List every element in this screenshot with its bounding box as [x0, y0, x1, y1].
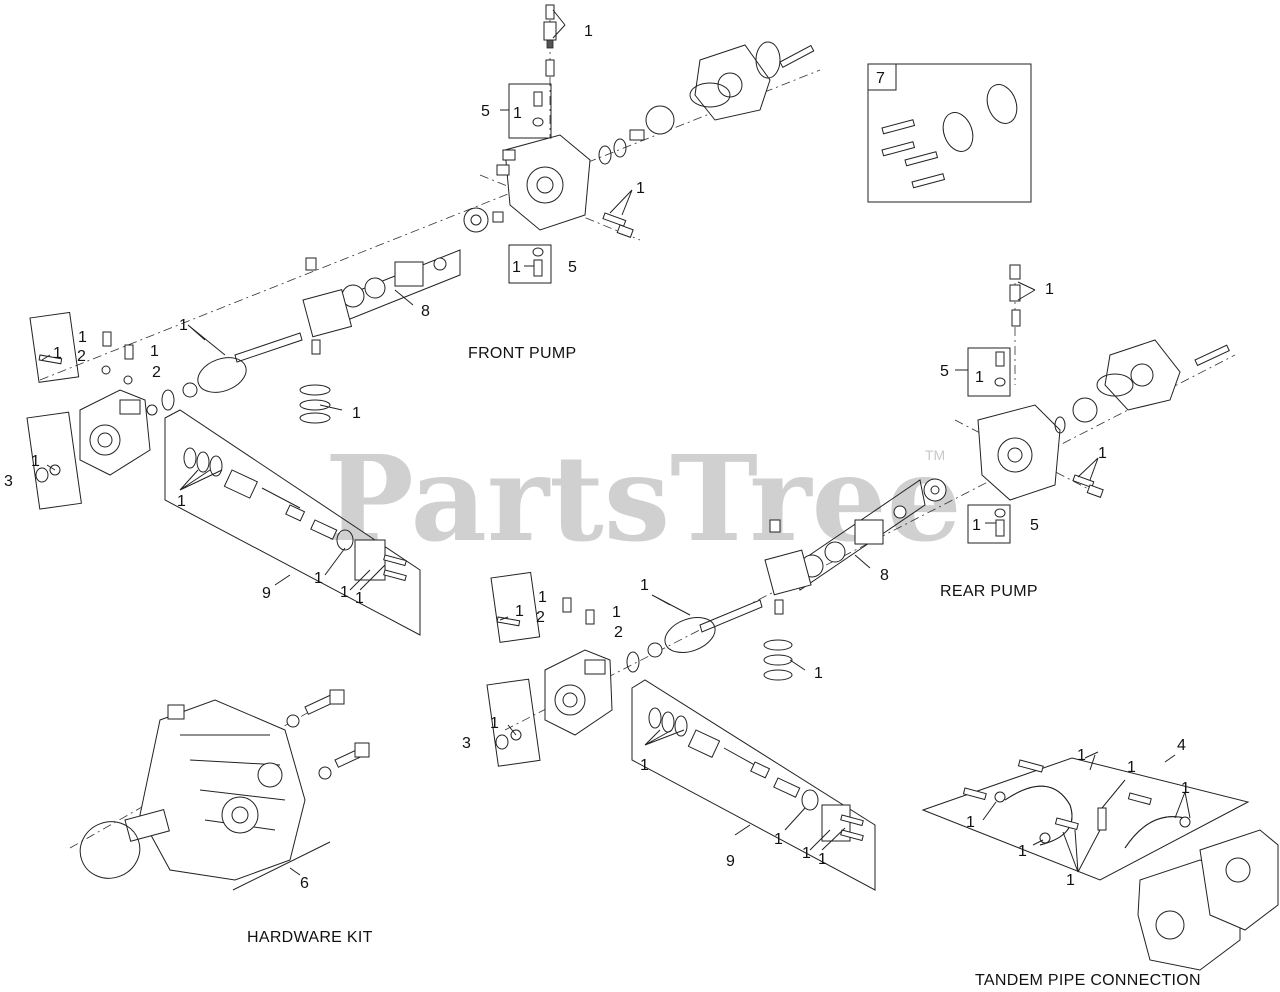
label-front-pump: FRONT PUMP	[468, 345, 576, 362]
callout-front-8: 8	[421, 303, 430, 320]
callout-front-shaft-1: 1	[179, 317, 188, 334]
callout-rear-5-bottom-1: 1	[972, 517, 981, 534]
callout-rear-5-top-1: 1	[975, 369, 984, 386]
callout-tandem-fitting-1: 1	[1077, 747, 1086, 764]
callout-front-valve-b-2: 2	[152, 364, 161, 381]
watermark-trademark: TM	[925, 447, 945, 463]
label-hardware-kit: HARDWARE KIT	[247, 929, 373, 946]
callout-tandem-4: 4	[1177, 737, 1186, 754]
callout-rear-valve-b-2: 2	[614, 624, 623, 641]
callout-tandem-left-1: 1	[966, 814, 975, 831]
front-pump-assembly	[26, 4, 821, 636]
callout-rear-valve-a-1: 1	[538, 589, 547, 606]
callout-front-3: 3	[4, 473, 13, 490]
callout-front-screw-1: 1	[636, 180, 645, 197]
callout-front-5-top-1: 1	[513, 105, 522, 122]
callout-tandem-mid-1: 1	[1018, 843, 1027, 860]
callout-tandem-right-1: 1	[1181, 780, 1190, 797]
label-tandem-pipe-connection: TANDEM PIPE CONNECTION	[975, 972, 1201, 989]
callout-rear-valve-1: 1	[1045, 281, 1054, 298]
callout-rear-5-bottom: 5	[1030, 517, 1039, 534]
callout-rear-shaft-1: 1	[640, 577, 649, 594]
callout-rear-5-top: 5	[940, 363, 949, 380]
callout-rear-3: 3	[462, 735, 471, 752]
callout-rear-3-1: 1	[490, 715, 499, 732]
callout-rear-box-1: 1	[515, 603, 524, 620]
callout-front-box-1: 1	[53, 345, 62, 362]
kit-7-box	[867, 63, 1032, 203]
callout-tandem-bottom-1: 1	[1066, 872, 1075, 889]
callout-front-servo-4-1: 1	[355, 590, 364, 607]
callout-front-5-bottom: 5	[568, 259, 577, 276]
callout-front-servo-2-1: 1	[314, 570, 323, 587]
callout-rear-valve-a-2: 2	[536, 609, 545, 626]
callout-front-5-bottom-1: 1	[512, 259, 521, 276]
callout-front-servo-1: 1	[177, 493, 186, 510]
callout-front-3-1: 1	[31, 453, 40, 470]
watermark-text: PartsTree	[325, 429, 962, 568]
callout-rear-servo-3-1: 1	[802, 845, 811, 862]
callout-rear-9: 9	[726, 853, 735, 870]
label-rear-pump: REAR PUMP	[940, 583, 1038, 600]
callout-front-servo-3-1: 1	[340, 584, 349, 601]
callout-front-9: 9	[262, 585, 271, 602]
callout-front-rings-1: 1	[352, 405, 361, 422]
callout-rear-servo-4-1: 1	[818, 851, 827, 868]
callout-rear-servo-2-1: 1	[774, 831, 783, 848]
hardware-kit-assembly	[69, 689, 370, 891]
callout-front-valve-1: 1	[584, 23, 593, 40]
callout-rear-servo-1: 1	[640, 757, 649, 774]
callout-hardware-6: 6	[300, 875, 309, 892]
rear-pump-assembly	[486, 264, 1236, 891]
callout-kit-7: 7	[876, 70, 885, 87]
callout-rear-rings-1: 1	[814, 665, 823, 682]
callout-rear-8: 8	[880, 567, 889, 584]
callout-rear-screw-1: 1	[1098, 445, 1107, 462]
callout-rear-valve-b-1: 1	[612, 604, 621, 621]
callout-front-valve-a-2: 2	[77, 348, 86, 365]
callout-front-valve-b-1: 1	[150, 343, 159, 360]
callout-front-valve-a-1: 1	[78, 329, 87, 346]
callout-tandem-tee-1: 1	[1127, 759, 1136, 776]
tandem-pipe-assembly	[921, 751, 1279, 971]
callout-front-5-top: 5	[481, 103, 490, 120]
